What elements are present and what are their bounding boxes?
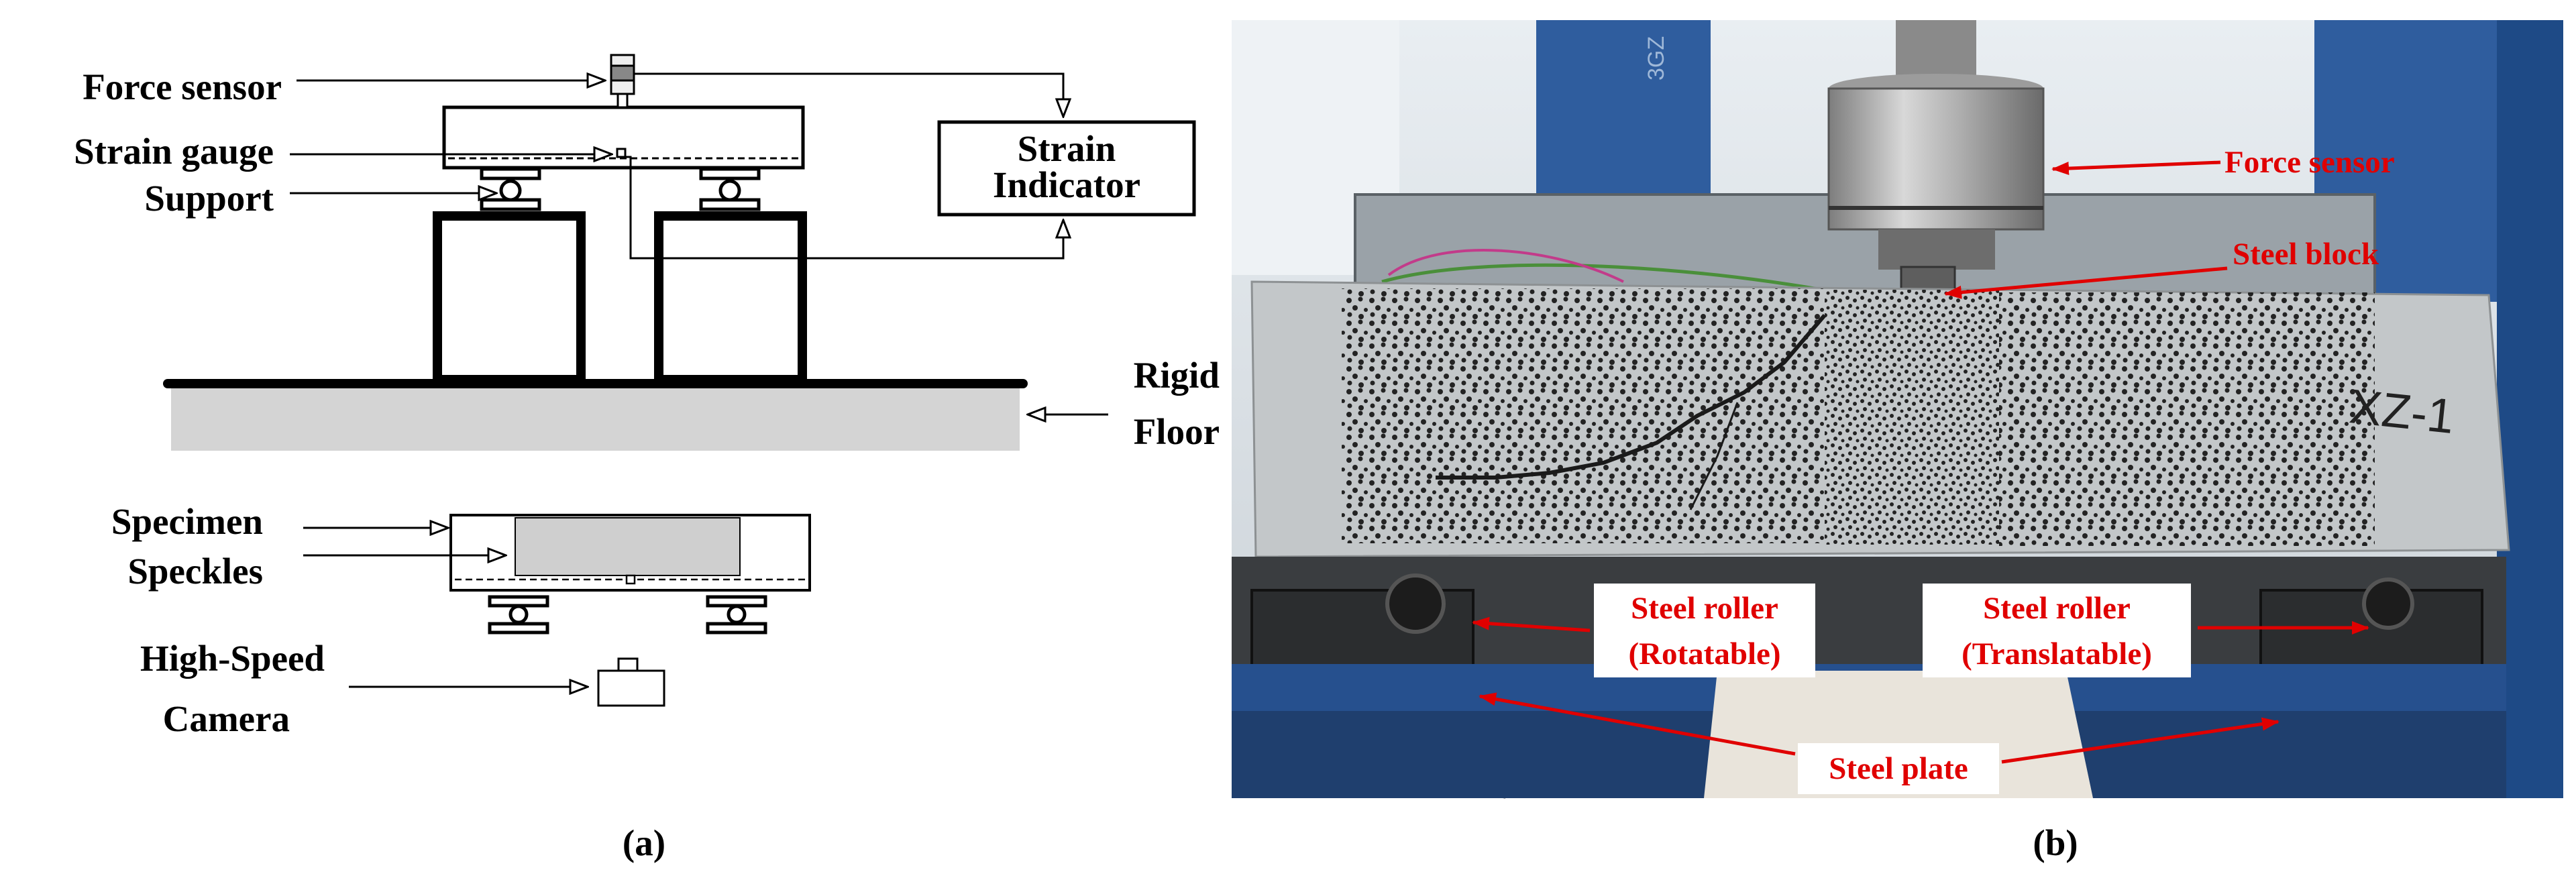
caption-b: (b)	[2033, 822, 2078, 863]
strain-indicator-label-1: Strain	[1018, 128, 1116, 169]
label-camera: Camera	[163, 698, 290, 739]
bottom-speckle-area	[515, 517, 741, 576]
frame-mark-text: 3GZ	[1644, 36, 1669, 80]
crack-main	[1436, 314, 1827, 480]
strain-gauge-wire	[621, 156, 1063, 260]
camera-icon	[597, 657, 665, 707]
label-b-steel-plate: Steel plate	[1829, 751, 1968, 786]
red-arrow-steel-plate-right	[2001, 717, 2279, 764]
crack-branch	[1689, 402, 1739, 510]
label-specimen: Specimen	[111, 501, 263, 542]
label-b-roller-left-2: (Rotatable)	[1628, 637, 1780, 671]
rigid-floor	[171, 384, 1020, 451]
label-b-roller-right-2: (Translatable)	[1962, 637, 2152, 671]
bottom-right-support	[706, 595, 767, 634]
frame-column-far-right	[2497, 20, 2563, 798]
label-floor: Floor	[1134, 411, 1220, 452]
panel-a-schematic: Strain Indicator Force sensor Strain gau…	[74, 54, 1220, 863]
label-strain-gauge: Strain gauge	[74, 131, 274, 172]
roller-left-label-bg	[1594, 584, 1815, 677]
bottom-left-support	[488, 595, 549, 634]
strain-indicator-label-2: Indicator	[993, 164, 1140, 205]
left-pedestal	[433, 211, 586, 384]
label-b-roller-left-1: Steel roller	[1631, 591, 1778, 626]
caption-a: (a)	[623, 822, 665, 863]
roller-right-wheel	[2362, 577, 2414, 630]
label-speckles: Speckles	[127, 551, 263, 592]
red-arrow-force-sensor	[2051, 160, 2221, 176]
steel-plate-label-bg	[1798, 743, 1999, 794]
label-force-sensor: Force sensor	[83, 66, 282, 107]
label-rigid: Rigid	[1134, 355, 1220, 396]
strain-gauge-device	[616, 148, 627, 158]
force-sensor-wire	[634, 72, 1063, 117]
sensor-base	[1878, 229, 1995, 270]
panel-b-photo: 3GZ XZ-1 Force sensor	[1232, 20, 2563, 863]
force-sensor-device	[610, 54, 635, 109]
roller-left-wheel	[1385, 573, 1446, 634]
red-arrow-steel-block	[1944, 266, 2228, 299]
speckle-region-right	[1999, 292, 2375, 546]
right-pedestal	[654, 211, 807, 384]
bottom-gauge	[625, 574, 636, 585]
label-b-force-sensor: Force sensor	[2224, 145, 2395, 180]
red-arrow-steel-plate-left	[1479, 692, 1796, 756]
left-support	[480, 167, 541, 211]
red-arrow-roller-left	[1472, 616, 1591, 632]
roller-right-label-bg	[1923, 584, 2191, 677]
cable-2	[1387, 249, 1624, 283]
right-support	[699, 167, 761, 211]
label-high-speed: High-Speed	[140, 638, 325, 679]
specimen-mark-text: XZ-1	[2347, 380, 2457, 444]
speckle-region-center	[1825, 290, 1999, 545]
strain-indicator-box	[937, 120, 1196, 217]
label-support: Support	[144, 178, 274, 219]
label-b-steel-block: Steel block	[2233, 237, 2379, 272]
speckle-region-left	[1342, 288, 1825, 543]
label-b-roller-right-1: Steel roller	[1983, 591, 2131, 626]
